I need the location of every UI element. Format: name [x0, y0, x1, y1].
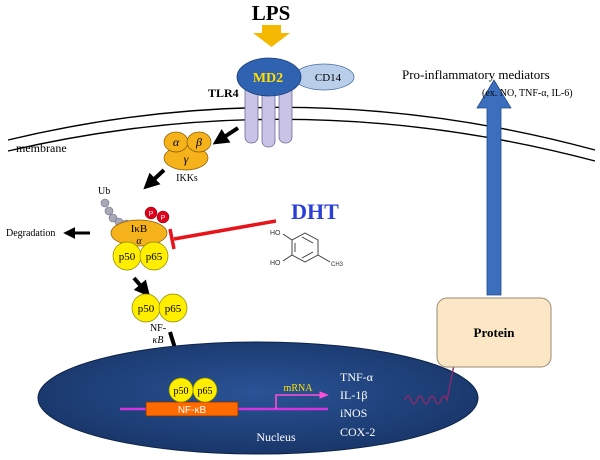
gene-tnf-alpha: TNF-α — [340, 370, 374, 384]
protein-box — [436, 297, 552, 368]
dht-molecule — [282, 232, 331, 263]
p65-complex — [139, 241, 169, 271]
phosphate-1-label: P — [149, 211, 154, 218]
dht-ho-bottom: HO — [270, 260, 281, 267]
nucleus — [37, 341, 479, 455]
dht-label: DHT — [291, 199, 339, 224]
membrane-label: membrane — [16, 141, 67, 155]
arrow-tlr4-to-ikks — [212, 126, 240, 145]
nfkb-binding-site — [145, 401, 239, 417]
ikb-alpha-protein — [110, 219, 168, 247]
mrna-wave — [404, 359, 456, 405]
gene-cox2: COX-2 — [340, 425, 375, 439]
ikk-alpha-label: α — [173, 135, 180, 149]
degradation-label: Degradation — [6, 228, 55, 239]
secretion-arrow — [476, 79, 512, 296]
arrow-to-free-nfkb — [132, 276, 151, 297]
phosphate-group — [144, 206, 170, 224]
p65-free — [158, 293, 188, 323]
p50-complex-label: p50 — [119, 251, 136, 263]
md2-label: MD2 — [253, 71, 283, 86]
cd14-label: CD14 — [315, 72, 342, 84]
nfkb-free-label-1: NF- — [150, 323, 166, 334]
arrow-ikks-to-ikb — [143, 168, 166, 190]
p50-free-label: p50 — [138, 303, 155, 315]
protein-label: Protein — [474, 325, 516, 340]
dht-ho-top: HO — [270, 230, 281, 237]
gene-il1-beta: IL-1β — [340, 388, 367, 402]
p65-free-label: p65 — [165, 303, 182, 315]
nfkb-binding-label: NF-κB — [178, 405, 207, 416]
p50-nuclear-label: p50 — [174, 386, 189, 397]
ikk-beta-label: β — [195, 135, 202, 149]
ub-label: Ub — [98, 186, 110, 197]
dht-inhibition-bar — [168, 228, 176, 250]
mrna-label: mRNA — [284, 383, 314, 394]
phosphate-2-label: P — [161, 215, 166, 222]
tlr4-receptor — [244, 84, 293, 148]
p65-nuclear — [192, 377, 218, 403]
lps-arrow — [253, 25, 290, 47]
lps-label: LPS — [252, 1, 291, 25]
p65-nuclear-label: p65 — [198, 386, 213, 397]
gene-inos: iNOS — [340, 406, 367, 420]
tlr4-label: TLR4 — [208, 86, 239, 100]
ikk-complex — [163, 131, 212, 171]
ikks-label: IKKs — [176, 173, 198, 184]
mrna-arrow — [275, 391, 329, 409]
pro-inflammatory-label: Pro-inflammatory mediators — [402, 67, 550, 82]
nfkb-free-label-2: κB — [153, 335, 164, 346]
ikk-gamma-label: γ — [184, 152, 189, 166]
cell-membrane — [7, 106, 596, 162]
dht-ch3: CH3 — [331, 262, 344, 268]
ikb-label: IκB — [131, 223, 148, 235]
dht-inhibition-line — [173, 219, 277, 241]
p65-complex-label: p65 — [146, 251, 163, 263]
md2-protein — [236, 57, 302, 97]
ikb-alpha-label: α — [136, 236, 142, 247]
mediator-examples: (ex. NO, TNF-α, IL-6) — [482, 88, 573, 99]
nucleus-label: Nucleus — [256, 430, 296, 444]
